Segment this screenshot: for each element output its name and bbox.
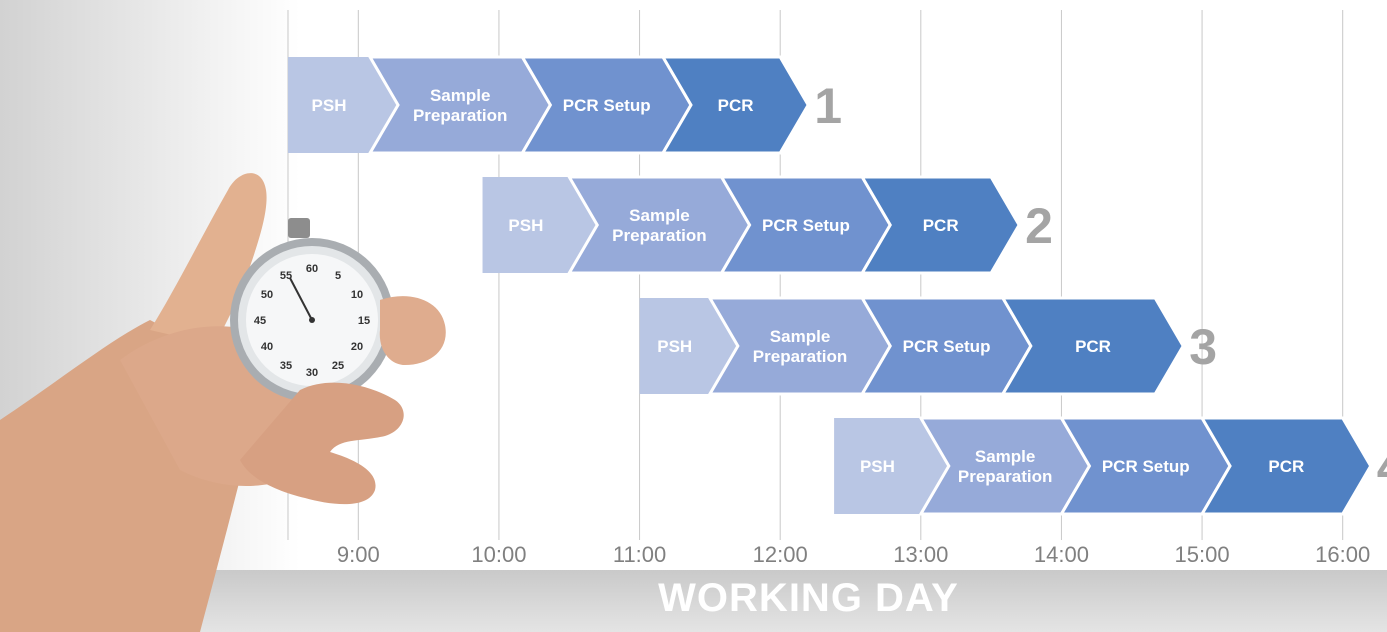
dial-number: 5: [335, 270, 341, 282]
stage-label: Sample: [975, 447, 1035, 466]
footer-band: [0, 570, 1387, 632]
stage-label: PCR Setup: [1102, 457, 1190, 476]
tick-label: 12:00: [753, 542, 808, 567]
stopwatch-hand-photo: 5 10 15 20 25 30 35 40 45 50 55 60: [0, 173, 446, 632]
stage-bar: [1199, 416, 1373, 516]
stage-label: PCR: [1268, 457, 1304, 476]
thumb: [150, 173, 267, 345]
run-id-label: 2: [1025, 198, 1053, 254]
dial-number: 10: [351, 289, 363, 301]
tick-labels: 9:00 10:00 11:00 12:00 13:00 14:00 15:00 16:00: [337, 542, 1370, 567]
footer-title: WORKING DAY: [658, 576, 959, 620]
stage-label: Preparation: [612, 226, 706, 245]
run-id-label: 3: [1189, 319, 1217, 375]
stage-label: PCR: [923, 216, 959, 235]
tick-label: 9:00: [337, 542, 380, 567]
tick-label: 13:00: [893, 542, 948, 567]
dial-number: 45: [254, 315, 266, 327]
dial-number: 40: [261, 341, 273, 353]
crown: [288, 218, 310, 238]
dial-numbers: 5 10 15 20 25 30 35 40 45 50 55 60: [254, 263, 370, 379]
stage-label: PCR: [718, 96, 754, 115]
dial-number: 55: [280, 270, 292, 282]
watch-pin: [309, 317, 315, 323]
stage-label: PSH: [312, 96, 347, 115]
stage-bar: [566, 175, 752, 275]
watch-hand: [289, 277, 313, 321]
tick-label: 11:00: [613, 542, 666, 567]
stage-bar: [660, 55, 810, 155]
stage-bar: [367, 55, 553, 155]
tick-label: 15:00: [1175, 542, 1230, 567]
run-id-label: 4: [1377, 439, 1387, 495]
fingers: [240, 382, 404, 505]
index-finger: [379, 296, 446, 365]
stage-bar: [482, 177, 598, 273]
dial-number: 60: [306, 263, 318, 275]
dial-number: 50: [261, 289, 273, 301]
dial-number: 20: [351, 341, 363, 353]
stage-label: PSH: [657, 337, 692, 356]
stage-label: Preparation: [958, 467, 1052, 486]
stage-bar: [288, 57, 399, 153]
stage-bar: [707, 296, 892, 396]
stage-label: Preparation: [413, 106, 507, 125]
stage-bar: [1000, 296, 1185, 396]
stage-bar: [834, 418, 949, 514]
stage-label: PSH: [860, 457, 895, 476]
tick-label: 14:00: [1034, 542, 1089, 567]
run-id-label: 1: [814, 78, 842, 134]
stage-label: PCR: [1075, 337, 1111, 356]
dial-number: 25: [332, 360, 344, 372]
stage-label: PCR Setup: [563, 96, 651, 115]
dial-number: 15: [358, 315, 370, 327]
stage-label: Preparation: [753, 347, 847, 366]
stage-label: Sample: [430, 86, 490, 105]
stage-bar: [859, 175, 1021, 275]
stage-bar: [639, 298, 738, 394]
stage-label: PCR Setup: [762, 216, 850, 235]
dial-number: 35: [280, 360, 292, 372]
stage-label: PCR Setup: [903, 337, 991, 356]
stage-label: Sample: [770, 327, 830, 346]
stage-label: Sample: [629, 206, 689, 225]
tick-label: 10:00: [471, 542, 526, 567]
stage-label: PSH: [508, 216, 543, 235]
tick-label: 16:00: [1315, 542, 1370, 567]
dial-number: 30: [306, 367, 318, 379]
